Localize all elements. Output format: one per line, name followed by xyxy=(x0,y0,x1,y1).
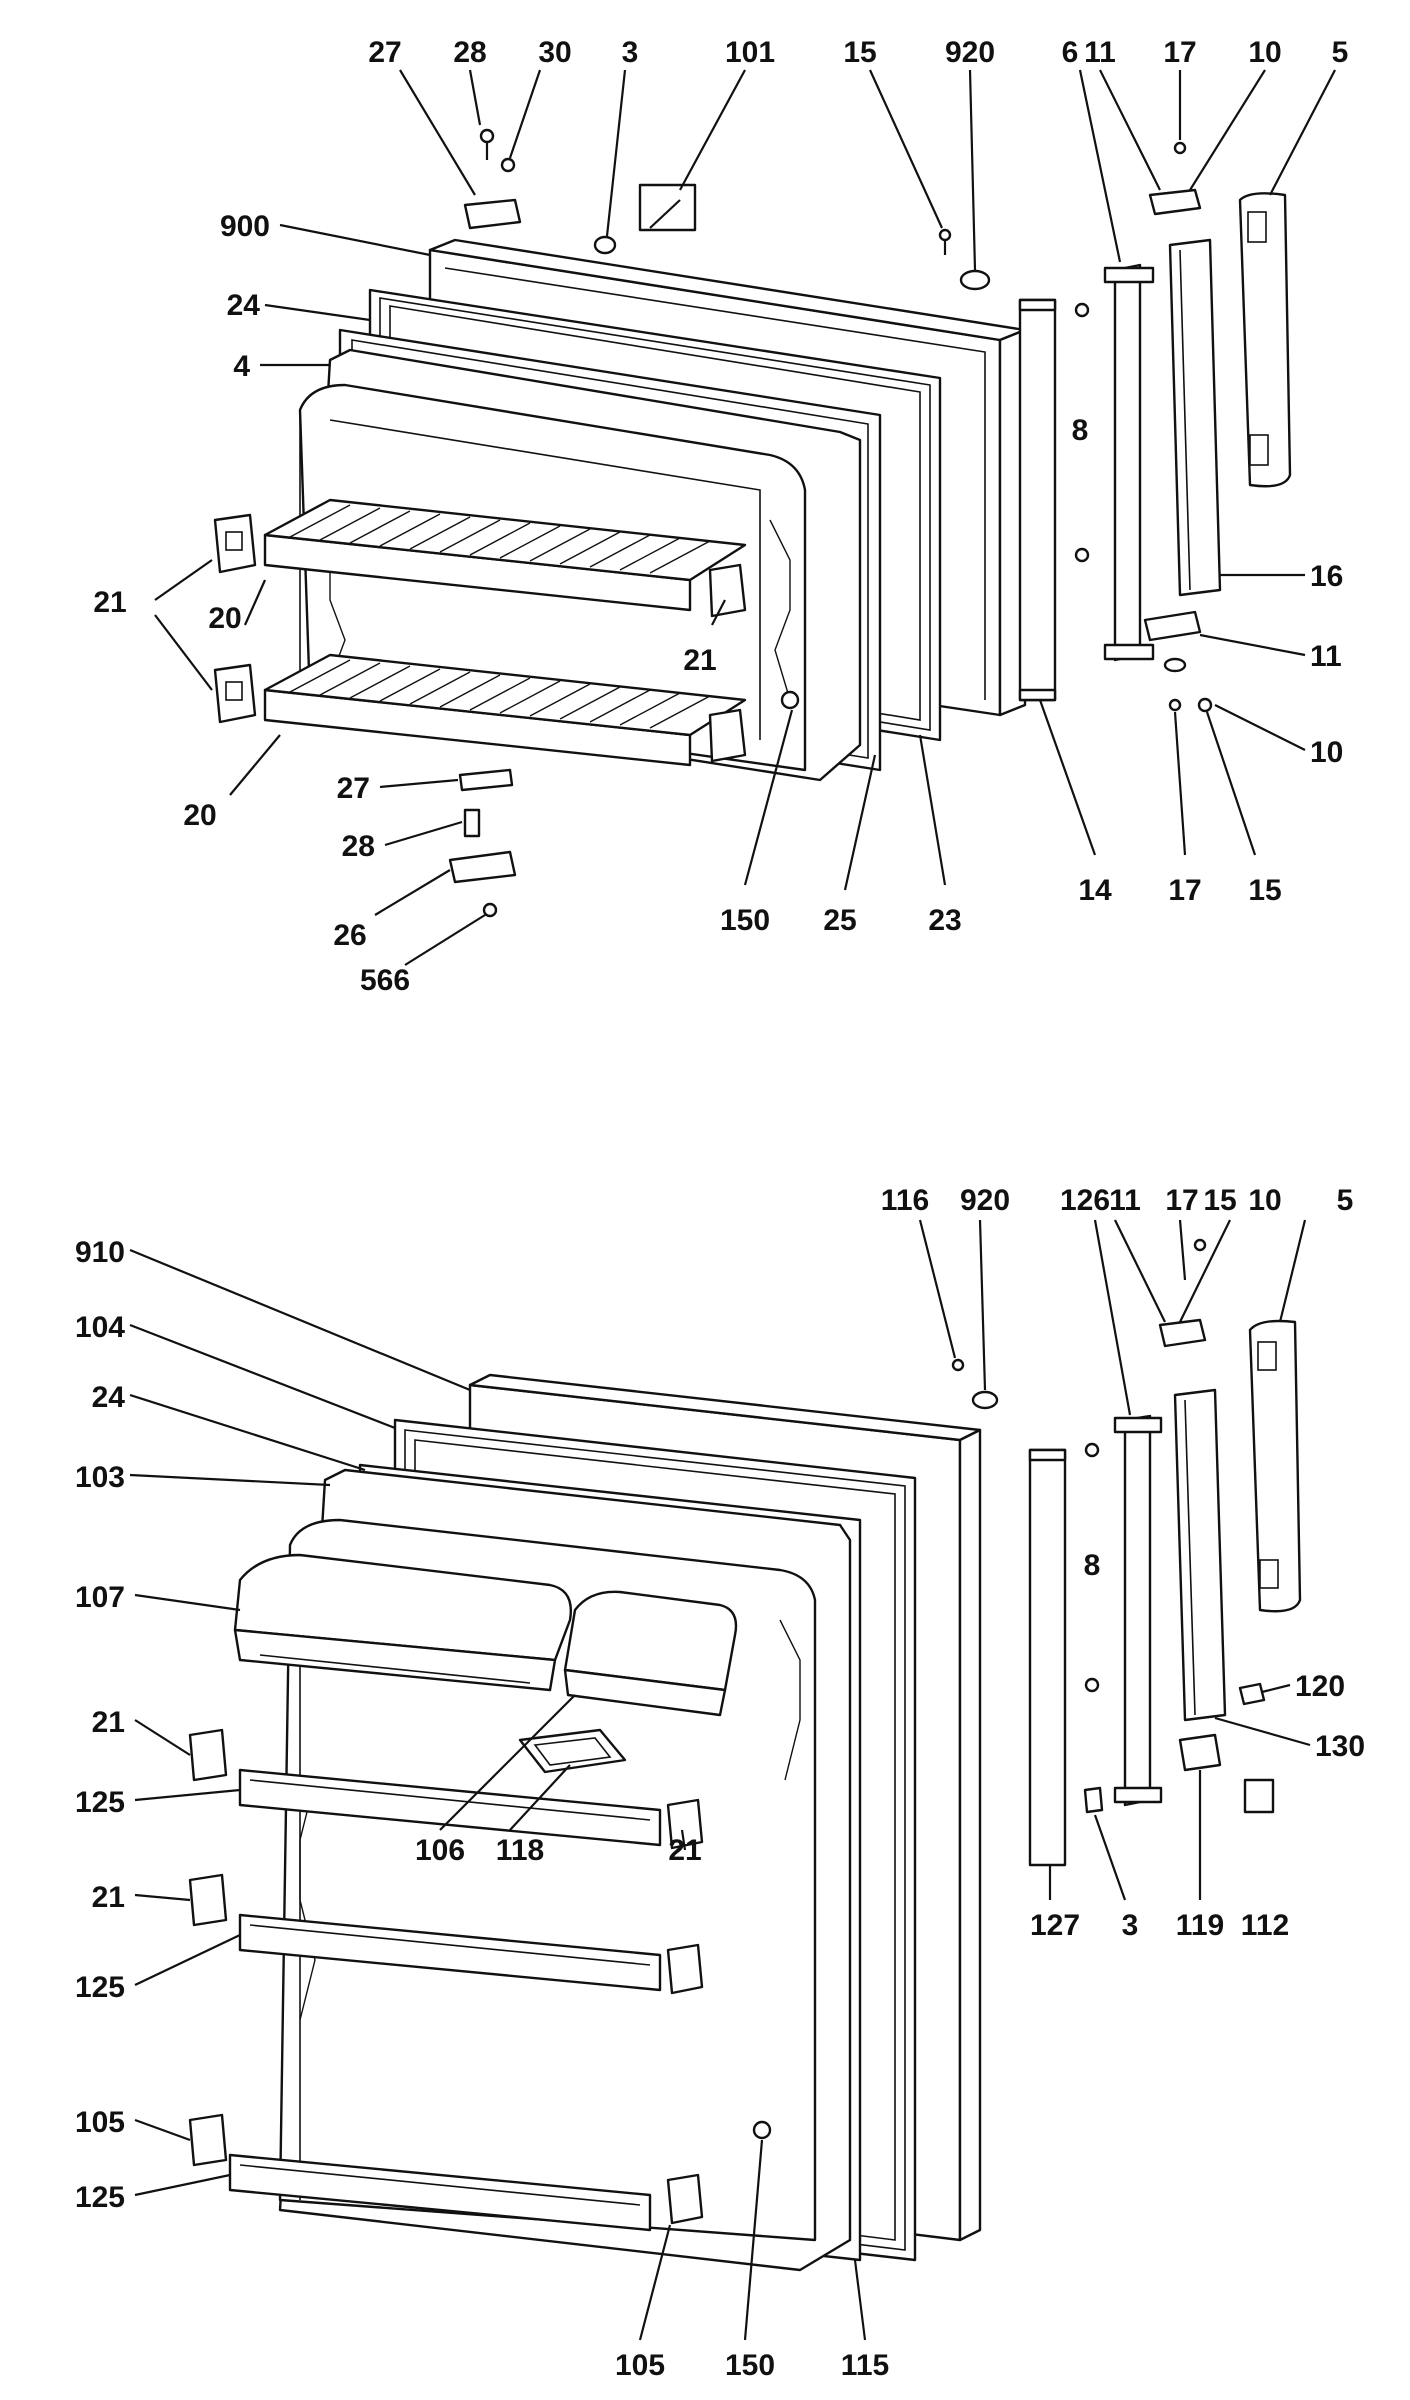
label-920: 920 xyxy=(945,36,995,69)
label-112: 112 xyxy=(1241,1909,1289,1942)
label-125-2: 125 xyxy=(75,1971,125,2004)
label-28-lower: 28 xyxy=(342,830,375,863)
label-20-lower: 20 xyxy=(183,799,216,832)
label-118: 118 xyxy=(496,1834,544,1867)
label-11-lower: 11 xyxy=(1310,640,1342,673)
label-130: 130 xyxy=(1315,1730,1365,1763)
label-127: 127 xyxy=(1030,1909,1080,1942)
label-27-lower: 27 xyxy=(337,772,370,805)
label-15: 15 xyxy=(843,36,876,69)
label-10: 10 xyxy=(1248,36,1281,69)
freezer-door-assembly xyxy=(213,128,1292,918)
label-14: 14 xyxy=(1078,874,1112,907)
label-566: 566 xyxy=(360,964,410,997)
label-101: 101 xyxy=(725,36,775,69)
label-126: 126 xyxy=(1060,1184,1110,1217)
label-105-b: 105 xyxy=(615,2349,665,2382)
part-labels-bottom: 116 920 126 11 17 15 10 5 910 104 24 103… xyxy=(75,1184,1365,2382)
label-23: 23 xyxy=(928,904,961,937)
label-10-lower: 10 xyxy=(1310,736,1343,769)
dairy-compartment-106 xyxy=(563,1590,738,1717)
label-15-lower: 15 xyxy=(1248,874,1281,907)
label-17-lower: 17 xyxy=(1168,874,1201,907)
fresh-shelf-brackets xyxy=(188,1728,704,2225)
door-shelf-2 xyxy=(238,1913,662,1992)
label-21-right: 21 xyxy=(683,644,716,677)
freezer-hardware xyxy=(448,128,1213,918)
shelf-brackets-top xyxy=(213,513,747,763)
label-30: 30 xyxy=(538,36,571,69)
freezer-shelf-lower xyxy=(263,653,747,767)
label-26: 26 xyxy=(333,919,366,952)
door-shelf-1 xyxy=(238,1768,662,1847)
label-8: 8 xyxy=(1072,414,1089,447)
door-shelf-3 xyxy=(228,2153,652,2232)
label-103: 103 xyxy=(75,1461,125,1494)
label-20: 20 xyxy=(208,602,241,635)
label-16: 16 xyxy=(1310,560,1343,593)
label-11: 11 xyxy=(1084,36,1116,69)
freezer-trim-strips xyxy=(1018,192,1292,702)
label-4: 4 xyxy=(233,350,250,383)
label-5: 5 xyxy=(1332,36,1349,69)
label-125-3: 125 xyxy=(75,2181,125,2214)
label-105: 105 xyxy=(75,2106,125,2139)
label-24-b: 24 xyxy=(92,1381,126,1414)
part-labels-top: 27 28 30 3 101 15 920 6 11 17 10 5 900 2… xyxy=(93,36,1348,997)
label-17: 17 xyxy=(1163,36,1196,69)
label-11-b: 11 xyxy=(1109,1184,1141,1217)
fresh-trim-strips xyxy=(1028,1319,1302,1867)
label-106: 106 xyxy=(415,1834,465,1867)
label-150-b: 150 xyxy=(725,2349,775,2382)
label-15-b: 15 xyxy=(1203,1184,1236,1217)
label-120: 120 xyxy=(1295,1670,1345,1703)
label-21-b2: 21 xyxy=(668,1834,701,1867)
label-27: 27 xyxy=(368,36,401,69)
label-920-b: 920 xyxy=(960,1184,1010,1217)
label-3: 3 xyxy=(622,36,639,69)
fresh-food-door-assembly xyxy=(188,1238,1302,2272)
egg-tray xyxy=(518,1728,627,1774)
label-21: 21 xyxy=(93,586,126,619)
label-8-b: 8 xyxy=(1084,1549,1101,1582)
label-107: 107 xyxy=(75,1581,125,1614)
label-5-b: 5 xyxy=(1337,1184,1354,1217)
label-150: 150 xyxy=(720,904,770,937)
label-25: 25 xyxy=(823,904,856,937)
label-119: 119 xyxy=(1176,1909,1224,1942)
label-6: 6 xyxy=(1062,36,1079,69)
label-21-b3: 21 xyxy=(92,1881,125,1914)
label-28: 28 xyxy=(453,36,486,69)
label-115: 115 xyxy=(841,2349,889,2382)
label-910: 910 xyxy=(75,1236,125,1269)
label-10-b: 10 xyxy=(1248,1184,1281,1217)
label-900: 900 xyxy=(220,210,270,243)
label-116: 116 xyxy=(881,1184,929,1217)
leader-lines xyxy=(129,69,1336,2341)
label-21-b1: 21 xyxy=(92,1706,125,1739)
dairy-compartment-107 xyxy=(233,1553,572,1692)
label-3-b: 3 xyxy=(1122,1909,1139,1942)
label-125-1: 125 xyxy=(75,1786,125,1819)
label-24: 24 xyxy=(227,289,261,322)
label-104: 104 xyxy=(75,1311,125,1344)
label-17-b: 17 xyxy=(1165,1184,1198,1217)
fresh-hardware xyxy=(752,1238,1275,2140)
freezer-shelf-upper xyxy=(263,498,747,612)
